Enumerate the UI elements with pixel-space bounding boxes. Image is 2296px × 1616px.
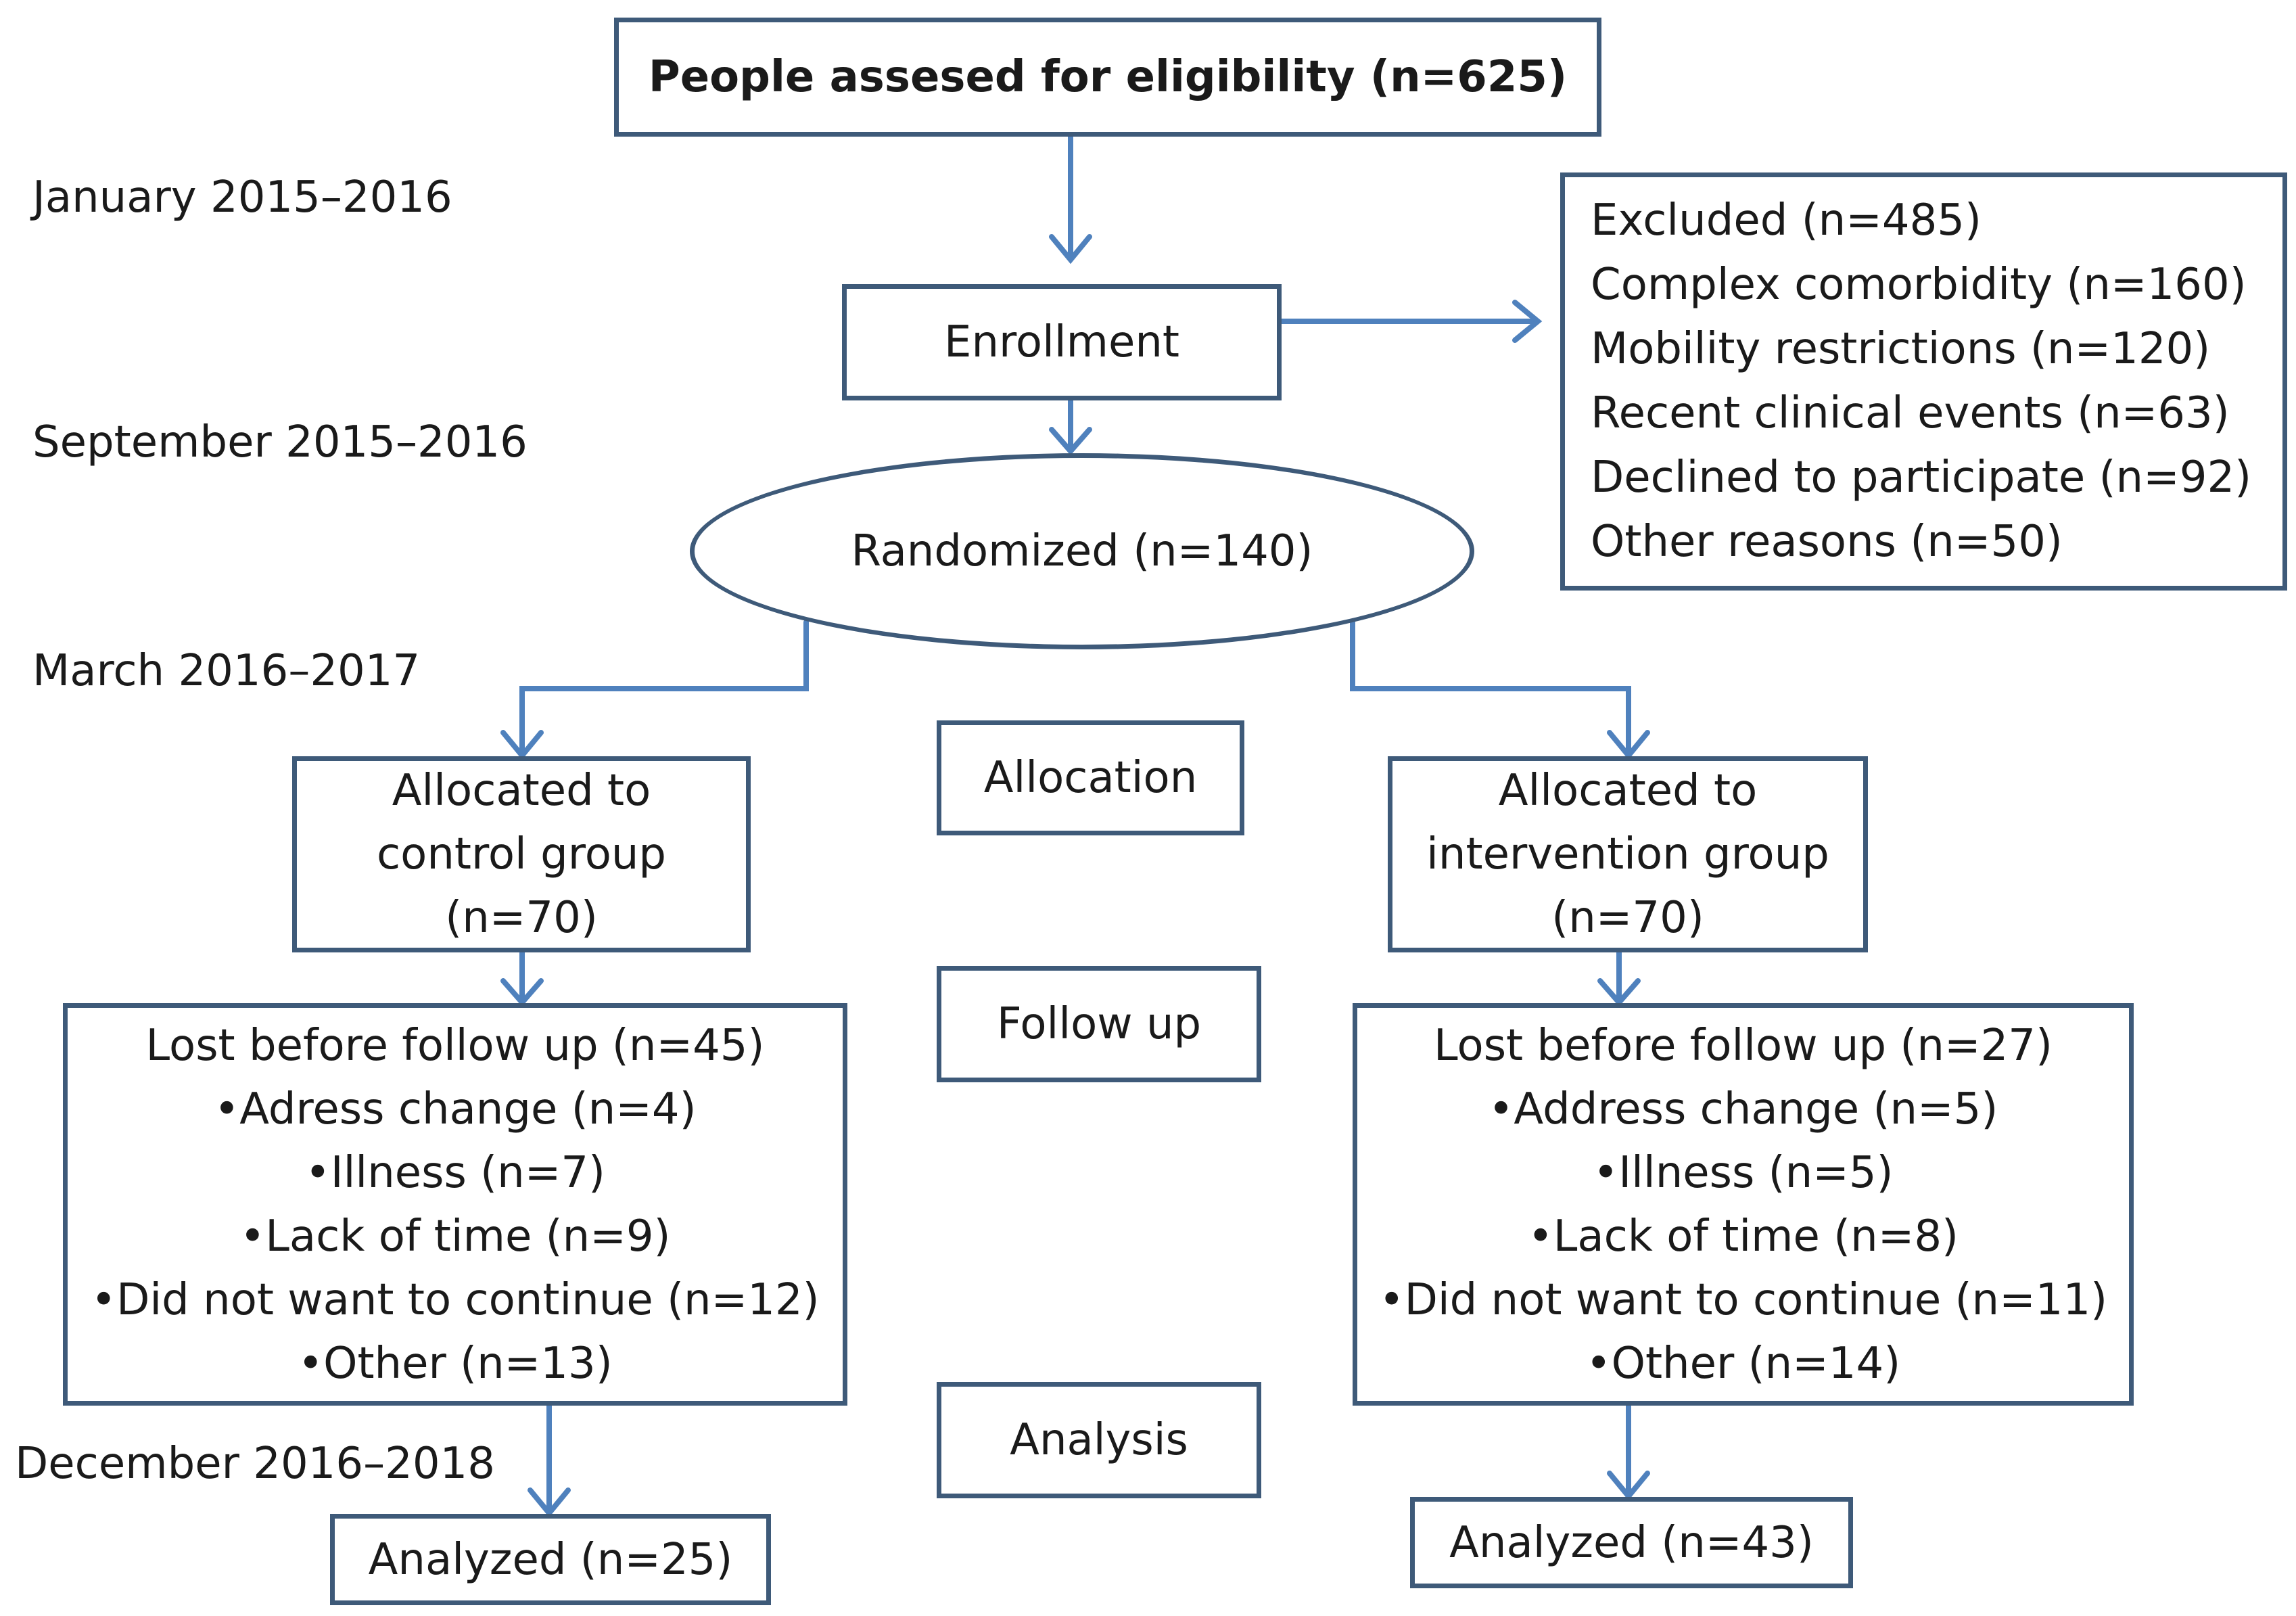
intervention-lost-line: •Lack of time (n=8): [1527, 1211, 1959, 1262]
arrowhead-assessed: [1049, 234, 1092, 264]
intervention-allocated-box: Allocated to intervention group (n=70): [1388, 756, 1868, 952]
control-lost-box: Lost before follow up (n=45) •Adress cha…: [63, 1003, 847, 1406]
excluded-line: Complex comorbidity (n=160): [1591, 260, 2247, 310]
excluded-box: Excluded (n=485) Complex comorbidity (n=…: [1560, 172, 2287, 591]
period-label-march: March 2016–2017: [32, 646, 421, 696]
excluded-line: Excluded (n=485): [1591, 195, 1982, 246]
intervention-lost-line: Lost before follow up (n=27): [1434, 1020, 2053, 1071]
period-label-december: December 2016–2018: [15, 1439, 495, 1489]
control-lost-line: •Lack of time (n=9): [239, 1211, 671, 1262]
enrollment-box: Enrollment: [842, 284, 1282, 400]
allocation-stage-box: Allocation: [937, 720, 1244, 835]
control-analyzed-text: Analyzed (n=25): [368, 1534, 733, 1585]
control-lost-line: •Did not want to continue (n=12): [91, 1274, 820, 1325]
control-analyzed-box: Analyzed (n=25): [330, 1514, 771, 1605]
control-allocated-line: Allocated to: [392, 766, 651, 816]
assessed-box: People assesed for eligibility (n=625): [614, 18, 1601, 137]
intervention-lost-line: •Did not want to continue (n=11): [1378, 1274, 2108, 1325]
excluded-line: Other reasons (n=50): [1591, 517, 2063, 567]
allocation-stage-text: Allocation: [983, 753, 1198, 803]
intervention-lost-line: •Other (n=14): [1585, 1338, 1901, 1389]
arrowhead-control: [500, 730, 544, 760]
period-label-september: September 2015–2016: [32, 417, 528, 467]
arrow-randomized-to-control: [519, 620, 809, 757]
control-allocated-line: (n=70): [445, 893, 598, 943]
intervention-allocated-line: Allocated to: [1498, 766, 1758, 816]
period-label-january: January 2015–2016: [32, 172, 452, 223]
excluded-line: Recent clinical events (n=63): [1591, 388, 2230, 438]
arrowhead-control-lost: [500, 978, 544, 1007]
control-lost-line: Lost before follow up (n=45): [145, 1020, 765, 1071]
follow-up-stage-text: Follow up: [996, 999, 1202, 1049]
arrowhead-intervention-analyzed: [1607, 1471, 1650, 1501]
intervention-lost-box: Lost before follow up (n=27) •Address ch…: [1353, 1003, 2134, 1406]
intervention-analyzed-text: Analyzed (n=43): [1449, 1517, 1814, 1568]
intervention-lost-line: •Illness (n=5): [1593, 1147, 1894, 1198]
control-lost-line: •Adress change (n=4): [214, 1084, 697, 1134]
excluded-line: Declined to participate (n=92): [1591, 453, 2252, 503]
arrowhead-intervention-lost: [1597, 978, 1641, 1007]
arrow-randomized-to-intervention: [1350, 620, 1631, 757]
control-lost-line: •Illness (n=7): [305, 1147, 605, 1198]
analysis-stage-box: Analysis: [937, 1382, 1261, 1498]
randomized-text: Randomized (n=140): [851, 526, 1313, 576]
analysis-stage-text: Analysis: [1010, 1415, 1188, 1465]
intervention-lost-line: •Address change (n=5): [1488, 1084, 1998, 1134]
intervention-analyzed-box: Analyzed (n=43): [1410, 1497, 1853, 1588]
intervention-allocated-line: (n=70): [1551, 893, 1704, 943]
arrowhead-control-analyzed: [528, 1487, 571, 1518]
control-allocated-line: control group: [376, 829, 667, 879]
arrowhead-randomized: [1049, 427, 1092, 456]
control-allocated-box: Allocated to control group (n=70): [292, 756, 751, 952]
enrollment-text: Enrollment: [944, 317, 1179, 367]
arrowhead-excluded: [1512, 300, 1543, 343]
arrowhead-intervention: [1607, 730, 1650, 760]
intervention-allocated-line: intervention group: [1426, 829, 1829, 879]
follow-up-stage-box: Follow up: [937, 966, 1261, 1082]
randomized-oval: Randomized (n=140): [690, 453, 1474, 649]
excluded-line: Mobility restrictions (n=120): [1591, 324, 2211, 374]
control-lost-line: •Other (n=13): [298, 1338, 613, 1389]
assessed-text: People assesed for eligibility (n=625): [648, 52, 1568, 102]
